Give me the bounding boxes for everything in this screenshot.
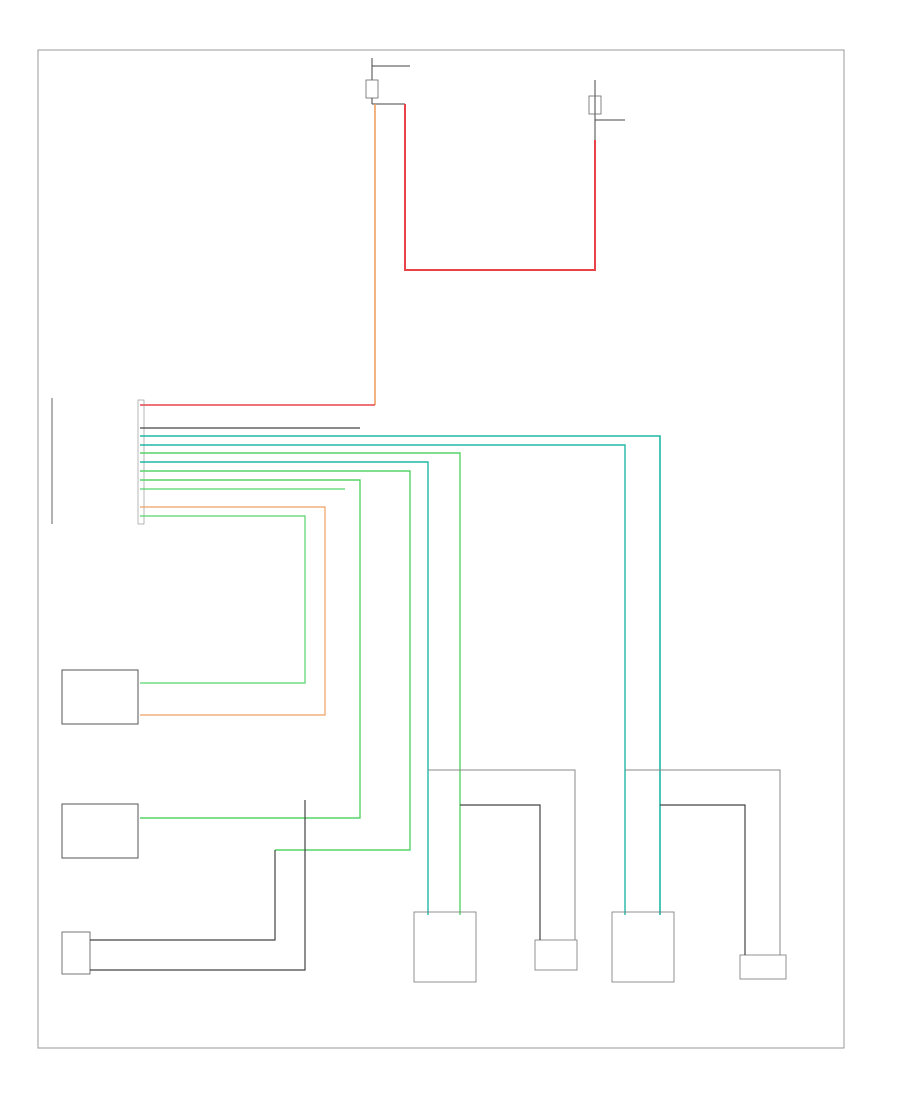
diagram-frame (37, 49, 845, 1049)
small-component (61, 931, 91, 975)
bottom-connector-1 (413, 911, 477, 983)
green-wire-3 (140, 479, 361, 819)
black-wire-bottom-2 (90, 800, 306, 971)
sensor-box-2 (61, 803, 139, 859)
gray-splice-2 (625, 769, 781, 955)
gray-splice-1 (428, 769, 576, 940)
teal-wire-3 (140, 461, 429, 915)
green-wire-2 (140, 470, 411, 851)
orange-wire-2 (140, 506, 326, 716)
black-wire-bottom-1 (90, 850, 276, 941)
black-splice-1 (460, 804, 541, 940)
ignition-fuse (365, 58, 410, 105)
green-wire-1 (140, 452, 461, 915)
black-splice-2 (660, 804, 746, 955)
sensor-box-1 (61, 669, 139, 725)
teal-wire-1 (140, 435, 661, 915)
bottom-connector-3 (611, 911, 675, 983)
bottom-connector-4 (739, 954, 787, 980)
red-power-wire (404, 104, 596, 271)
bottom-connector-2 (534, 939, 578, 971)
green-wire-5 (140, 515, 306, 684)
teal-wire-2 (140, 444, 626, 915)
battery-fuse (588, 80, 625, 140)
